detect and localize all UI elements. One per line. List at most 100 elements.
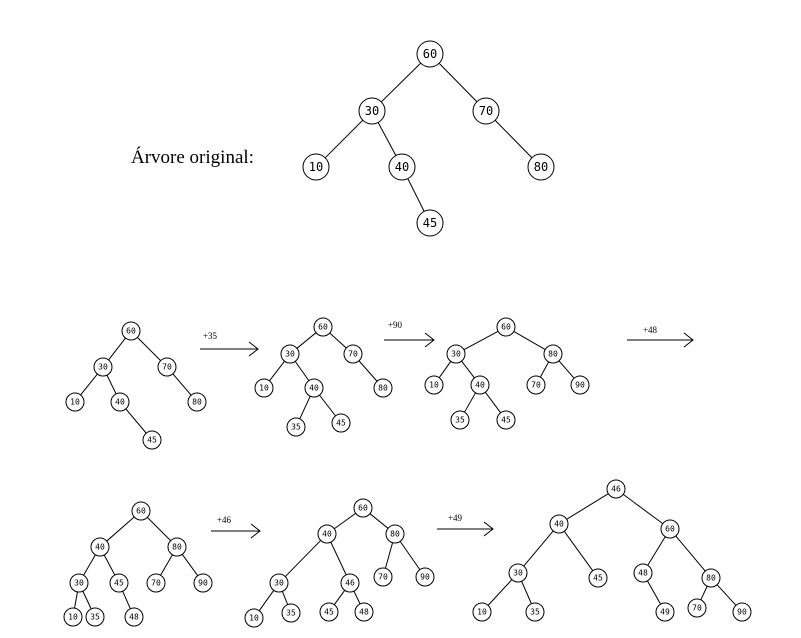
arrow-a35-head — [248, 341, 259, 357]
tree-step1-node-45: 45 — [331, 413, 351, 433]
tree-step1-node-30: 30 — [280, 344, 300, 364]
tree-step2-node-40: 40 — [470, 375, 490, 395]
tree-original-edge-40-45 — [407, 178, 425, 212]
tree-step2-edge-60-30 — [463, 330, 499, 351]
tree-step4-node-48-circle — [354, 602, 374, 622]
tree-step3-node-40-label: 40 — [95, 543, 105, 552]
tree-step1-node-40-label: 40 — [309, 384, 319, 393]
tree-step3-node-60-label: 60 — [136, 507, 146, 516]
tree-step0-node-70-circle — [157, 357, 177, 377]
tree-step5-node-80: 80 — [701, 568, 721, 588]
tree-step0-node-30: 30 — [93, 357, 113, 377]
tree-original-node-10-circle — [302, 153, 330, 181]
tree-step2-node-35-label: 35 — [455, 416, 465, 425]
tree-step2-edge-40-45 — [484, 391, 502, 414]
tree-step1-node-45-label: 45 — [336, 419, 346, 428]
tree-step2-node-45: 45 — [496, 410, 516, 430]
tree-step4-edge-40-46 — [330, 541, 347, 576]
arrow-a46-head — [250, 523, 261, 539]
tree-step5-node-60-circle — [660, 519, 680, 539]
tree-step1-node-60-label: 60 — [318, 323, 328, 332]
tree-step0-node-60: 60 — [121, 321, 141, 341]
tree-step5-node-90-label: 90 — [737, 608, 747, 617]
tree-step4-node-40-label: 40 — [322, 530, 332, 539]
tree-step4-edge-80-90 — [399, 541, 421, 570]
tree-step4-node-80: 80 — [385, 524, 405, 544]
tree-step0-node-70-label: 70 — [162, 363, 172, 372]
tree-step4-node-30-label: 30 — [274, 579, 284, 588]
tree-step2-node-45-circle — [496, 410, 516, 430]
tree-step4-node-48-label: 48 — [359, 608, 369, 617]
tree-step4-node-30-circle — [269, 573, 289, 593]
tree-step5-node-35-circle — [525, 602, 545, 622]
tree-step1-node-40-circle — [304, 378, 324, 398]
tree-original-node-80: 80 — [527, 153, 555, 181]
tree-step4-node-90: 90 — [415, 567, 435, 587]
tree-step1-node-60-circle — [313, 317, 333, 337]
tree-step4-node-60-label: 60 — [358, 504, 368, 513]
tree-step3-edge-80-90 — [181, 554, 199, 576]
tree-step2-node-80: 80 — [543, 344, 563, 364]
tree-step3-node-10-circle — [63, 607, 83, 627]
tree-original-node-60-label: 60 — [423, 47, 437, 61]
tree-step0-node-70: 70 — [157, 357, 177, 377]
tree-step5-node-60-label: 60 — [665, 525, 675, 534]
tree-step3-node-35-label: 35 — [90, 613, 100, 622]
tree-step3-edge-30-10 — [74, 591, 78, 609]
tree-step4-node-10: 10 — [244, 608, 264, 628]
tree-step5-node-45: 45 — [588, 568, 608, 588]
tree-step0-edge-30-40 — [106, 374, 117, 395]
tree-step0-edge-40-45 — [125, 408, 147, 434]
arrow-a48-head — [683, 332, 694, 348]
tree-step2-node-10: 10 — [424, 375, 444, 395]
tree-step3-edge-45-48 — [122, 591, 131, 609]
tree-original-node-40-circle — [388, 153, 416, 181]
tree-step3-node-10-label: 10 — [68, 613, 78, 622]
arrow-a46-label: +46 — [217, 515, 232, 525]
tree-step4-node-80-label: 80 — [390, 530, 400, 539]
tree-step0-node-80-circle — [187, 392, 207, 412]
tree-step4-edge-30-10 — [258, 590, 275, 611]
tree-step4-node-35-label: 35 — [286, 609, 296, 618]
arrow-a35: +35 — [200, 331, 259, 357]
tree-step2-node-80-label: 80 — [548, 350, 558, 359]
tree-step0-node-80: 80 — [187, 392, 207, 412]
tree-step3-node-30-circle — [69, 573, 89, 593]
tree-step5-node-90: 90 — [732, 602, 752, 622]
tree-original-edge-60-30 — [380, 62, 422, 103]
tree-original-node-10-label: 10 — [309, 160, 323, 174]
tree-step5-node-30-circle — [508, 563, 528, 583]
tree-step2-edge-60-80 — [513, 331, 546, 350]
arrow-a35-label: +35 — [203, 331, 218, 341]
tree-step3-node-70-circle — [146, 573, 166, 593]
tree-step0-node-30-circle — [93, 357, 113, 377]
tree-step4-edge-46-45 — [333, 589, 346, 606]
tree-step5-node-49-label: 49 — [660, 608, 670, 617]
tree-step4-node-46-circle — [340, 573, 360, 593]
tree-step5-node-30-label: 30 — [513, 569, 523, 578]
tree-step3-node-70-label: 70 — [151, 579, 161, 588]
tree-step4-node-70: 70 — [373, 567, 393, 587]
tree-step5-edge-48-49 — [646, 580, 662, 605]
tree-step2-node-35-circle — [450, 410, 470, 430]
tree-step3-edge-40-30 — [83, 554, 96, 576]
arrow-a49-label: +49 — [448, 513, 463, 523]
tree-step2-node-90: 90 — [570, 375, 590, 395]
tree-step1-node-80-circle — [373, 378, 393, 398]
tree-step5-node-40-circle — [549, 514, 569, 534]
tree-step1-edge-60-30 — [296, 332, 317, 349]
tree-original-node-80-label: 80 — [534, 160, 548, 174]
tree-step2-node-35: 35 — [450, 410, 470, 430]
tree-step3-node-80-circle — [167, 537, 187, 557]
tree-original-node-30-label: 30 — [365, 104, 379, 118]
tree-step5-node-80-circle — [701, 568, 721, 588]
tree-step2-node-60-circle — [496, 317, 516, 337]
tree-step5-node-40: 40 — [549, 514, 569, 534]
tree-step3-node-60-circle — [131, 501, 151, 521]
tree-step3-node-90-label: 90 — [198, 579, 208, 588]
tree-step5-node-49-circle — [655, 602, 675, 622]
tree-step5-node-45-circle — [588, 568, 608, 588]
tree-step0-node-10-circle — [65, 392, 85, 412]
tree-step4-node-40-circle — [317, 524, 337, 544]
tree-step5-node-10: 10 — [472, 602, 492, 622]
